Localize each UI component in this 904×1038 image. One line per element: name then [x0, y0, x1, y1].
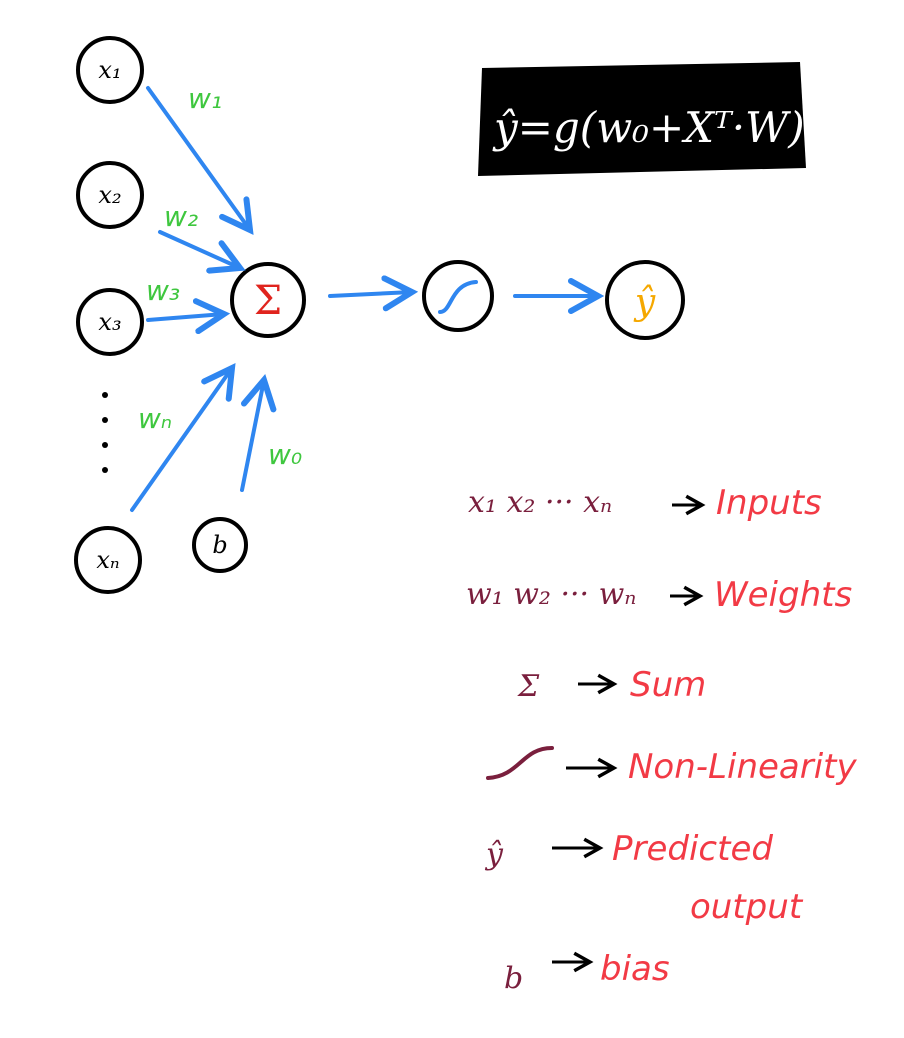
legend-value-sum: Sum [630, 665, 706, 705]
input-node-x2: x₂ [76, 161, 144, 229]
legend-key-weights: w₁ w₂ ··· wₙ [466, 577, 636, 612]
sum-node: Σ [230, 262, 306, 338]
sum-symbol: Σ [254, 278, 282, 324]
arrow-bias-to-sum [240, 380, 264, 492]
legend: x₁ x₂ ··· xₙ Inputs w₁ w₂ ··· wₙ Weights… [466, 483, 857, 996]
legend-value-predicted: Predicted [612, 829, 773, 869]
sigmoid-icon [438, 280, 478, 314]
input-label-xn: xₙ [96, 546, 119, 574]
formula-box: ŷ=g(w₀+Xᵀ·W) [478, 62, 806, 176]
bias-node: b [192, 517, 248, 573]
formula-text: ŷ=g(w₀+Xᵀ·W) [492, 103, 805, 152]
legend-key-output: ŷ [484, 837, 504, 872]
legend-sigmoid-icon [486, 746, 554, 780]
arrows [130, 86, 598, 512]
legend-key-bias: b [504, 961, 523, 996]
input-node-x3: x₃ [76, 288, 144, 356]
bias-label: b [212, 531, 227, 559]
legend-key-inputs: x₁ x₂ ··· xₙ [468, 485, 612, 520]
legend-value-weights: Weights [714, 575, 852, 615]
arrow-x3-to-sum [146, 314, 224, 320]
input-label-x1: x₁ [98, 56, 121, 84]
weight-label-w0: w₀ [268, 438, 302, 471]
weight-label-w1: w₁ [188, 82, 222, 115]
input-node-x1: x₁ [76, 36, 144, 104]
legend-key-sum: Σ [517, 669, 540, 704]
output-label: ŷ [633, 282, 656, 323]
input-node-xn: xₙ [74, 526, 142, 594]
arrow-x1-to-sum [146, 86, 250, 230]
output-node: ŷ [605, 260, 685, 340]
activation-node [422, 260, 494, 332]
ellipsis-dots [102, 392, 108, 473]
input-label-x2: x₂ [98, 181, 121, 209]
weight-label-wn: wₙ [138, 402, 172, 435]
weight-label-w2: w₂ [164, 200, 198, 233]
legend-value-nonlinearity: Non-Linearity [628, 747, 857, 787]
weight-label-w3: w₃ [146, 274, 180, 307]
legend-value-output: output [690, 887, 804, 927]
input-label-x3: x₃ [98, 308, 121, 336]
legend-value-inputs: Inputs [716, 483, 822, 523]
arrow-x2-to-sum [158, 230, 240, 268]
legend-value-bias: bias [600, 949, 670, 989]
arrow-sum-to-activation [328, 292, 412, 296]
arrow-xn-to-sum [130, 368, 232, 512]
